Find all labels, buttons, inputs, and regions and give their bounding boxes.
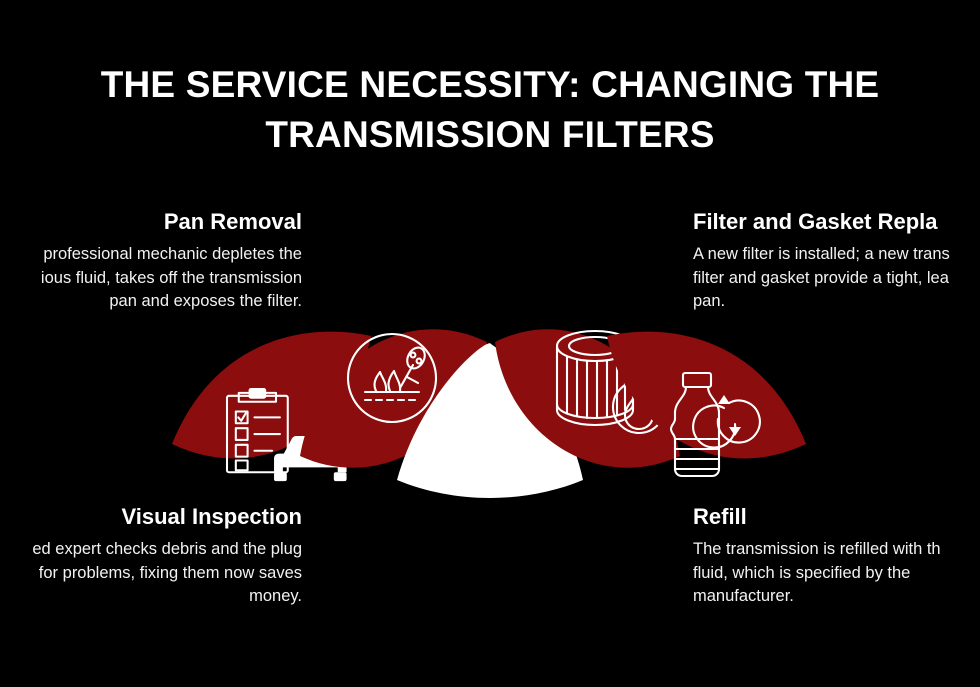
petal-shape-center <box>397 343 583 498</box>
step-body-filter-gasket: A new filter is installed; a new trans f… <box>693 245 950 310</box>
step-text-filter-gasket: Filter and Gasket Repla A new filter is … <box>693 208 980 314</box>
step-heading-visual-inspection: Visual Inspection <box>121 504 302 529</box>
page-title: THE SERVICE NECESSITY: CHANGING THE TRAN… <box>100 64 880 155</box>
step-text-visual-inspection: Visual Inspection ed expert checks debri… <box>0 503 302 609</box>
step-heading-filter-gasket: Filter and Gasket Repla <box>693 209 938 234</box>
step-heading-refill: Refill <box>693 504 747 529</box>
petal-center-highlight[interactable] <box>397 343 583 498</box>
step-text-pan-removal: Pan Removal professional mechanic deplet… <box>0 208 302 314</box>
petal-refill[interactable] <box>607 331 806 478</box>
step-heading-pan-removal: Pan Removal <box>163 209 302 234</box>
petal-visual-inspection[interactable] <box>172 331 371 482</box>
petal-shape-refill <box>607 331 806 459</box>
step-text-refill: Refill The transmission is refilled with… <box>693 503 980 609</box>
oil-filter-drop-icon <box>555 329 667 435</box>
step-body-pan-removal: professional mechanic depletes the ious … <box>40 245 302 310</box>
petal-filter-gasket[interactable] <box>495 329 680 468</box>
oil-bottle-refresh-icon <box>669 371 761 478</box>
drain-plug-fluid-icon <box>346 332 438 424</box>
step-body-visual-inspection: ed expert checks debris and the plug for… <box>32 540 302 605</box>
petal-chain-diagram <box>155 280 825 505</box>
petal-pan-removal[interactable] <box>300 329 487 468</box>
step-body-refill: The transmission is refilled with th flu… <box>693 540 941 605</box>
petal-shape-pan-removal <box>300 329 487 468</box>
